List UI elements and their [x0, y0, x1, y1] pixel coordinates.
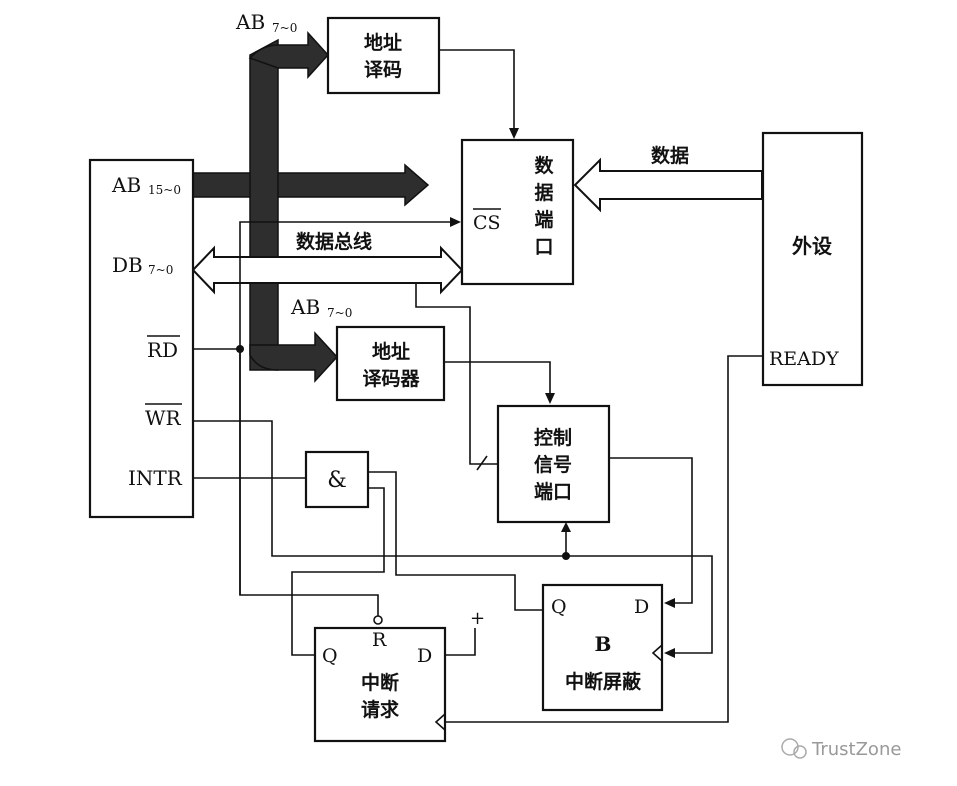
ab-mid-label: AB [290, 295, 320, 319]
data-port-char2: 据 [534, 181, 553, 204]
interrupt-request-box [313, 626, 447, 743]
arrowhead [509, 128, 519, 139]
watermark-logo-icon [781, 738, 807, 759]
cpu-ab-sub: 15~0 [148, 183, 181, 197]
arrowhead [561, 522, 571, 532]
data-bus-label: 数据总线 [296, 230, 372, 253]
decoder-mid-line2: 译码器 [362, 368, 420, 390]
ir-q-label: Q [322, 645, 338, 667]
cpu-wr-label: WR [145, 406, 182, 430]
ir-d-label: D [417, 645, 432, 667]
arrowhead [664, 598, 675, 608]
slash-mark [476, 455, 488, 471]
data-port-char1: 数 [534, 154, 554, 177]
address-bus-branch-top [248, 31, 330, 79]
and-gate-symbol: & [327, 468, 347, 493]
wire-wr [193, 420, 713, 654]
arrowhead [664, 648, 675, 658]
mask-label: 中断屏蔽 [565, 670, 642, 693]
data-bus [191, 245, 464, 295]
wire-decoder-to-control [444, 361, 551, 398]
data-port-box [460, 138, 575, 286]
decode-top-line1: 地址 [364, 31, 402, 54]
clock-triangle [434, 713, 446, 731]
peripheral-label: 外设 [792, 234, 832, 258]
ready-label: READY [769, 348, 839, 370]
cpu-intr-label: INTR [128, 466, 183, 490]
cpu-db-sub: 7~0 [148, 263, 173, 277]
address-bus-main [192, 163, 430, 207]
cpu-db-label: DB [112, 253, 143, 277]
wire-db-to-control [415, 283, 498, 465]
plus-label: + [470, 608, 485, 629]
ab-top-sub: 7~0 [272, 21, 297, 35]
and-gate-box [304, 450, 370, 509]
decode-top-line2: 译码 [364, 59, 402, 81]
data-port-char4: 口 [534, 236, 553, 258]
mask-q-label: Q [551, 596, 567, 618]
cs-label: CS [473, 212, 501, 234]
cpu-rd-label: RD [147, 338, 178, 362]
mask-d-label: D [634, 596, 649, 618]
ir-line1: 中断 [361, 671, 399, 694]
peripheral-box [761, 131, 864, 387]
arrowhead [450, 217, 461, 227]
cpu-ab-label: AB [111, 173, 141, 197]
address-decoder-mid-box [335, 325, 446, 402]
peripheral-data-arrow [573, 157, 763, 213]
wire-control-to-mask-d [609, 457, 693, 604]
wire-and-in-2 [291, 487, 385, 656]
ab-mid-sub: 7~0 [327, 306, 352, 320]
r-inverter-bubble [373, 615, 383, 625]
wire-ready [445, 355, 763, 723]
wire-rd-to-r [239, 349, 379, 616]
ir-line2: 请求 [361, 698, 400, 721]
control-port-line2: 信号 [534, 453, 572, 476]
decoder-mid-line1: 地址 [372, 340, 410, 363]
clock-triangle-mask [651, 644, 663, 662]
interrupt-mask-box [541, 583, 664, 712]
cpu-box [88, 158, 195, 519]
wire-and-in-1 [368, 471, 543, 611]
address-decode-top-box [326, 16, 441, 95]
mask-b-label: B [595, 632, 612, 656]
wire-plus-to-d [445, 628, 476, 656]
ab-top-label: AB [235, 10, 265, 34]
address-bus-vertical [249, 38, 279, 371]
control-port-line3: 端口 [534, 480, 572, 503]
address-bus-branch-mid [249, 331, 339, 383]
data-port-char3: 端 [534, 208, 553, 231]
control-port-box [496, 404, 611, 524]
ir-r-label: R [372, 629, 387, 651]
data-label: 数据 [651, 144, 689, 167]
control-port-line1: 控制 [534, 426, 572, 449]
wire-decode-to-cs [439, 49, 515, 133]
arrowhead [545, 393, 555, 404]
watermark-text: TrustZone [811, 739, 901, 760]
